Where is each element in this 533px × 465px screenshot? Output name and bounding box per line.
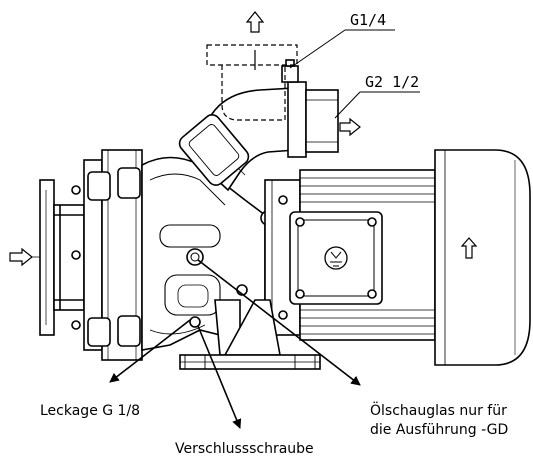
terminal-box	[289, 211, 383, 305]
rotation-arrow-icon	[460, 237, 478, 259]
leckage-arrow	[109, 319, 191, 383]
oelschauglas-label-line2: die Ausführung -GD	[370, 422, 508, 438]
g1-4-label: G1/4	[350, 11, 386, 29]
callout-arrows	[109, 259, 361, 429]
dimension-leaders	[289, 29, 420, 119]
alternative-outlet-dashed	[206, 44, 298, 121]
verschluss-label: Verschlussschraube	[175, 441, 314, 457]
oelschauglas-label-line1: Ölschauglas nur für	[370, 401, 507, 419]
verschluss-arrow	[197, 325, 242, 429]
outlet-flow-arrow-icon	[339, 117, 361, 137]
pump-casing	[71, 149, 143, 361]
oelschauglas-arrow	[197, 259, 361, 386]
leckage-label: Leckage G 1/8	[40, 403, 140, 419]
inlet-flow-arrow-icon	[9, 247, 33, 267]
flow-arrows	[9, 11, 478, 267]
g2-1-2-label: G2 1/2	[365, 73, 419, 91]
up-flow-arrow-icon	[245, 11, 265, 33]
discharge-elbow	[178, 59, 339, 192]
